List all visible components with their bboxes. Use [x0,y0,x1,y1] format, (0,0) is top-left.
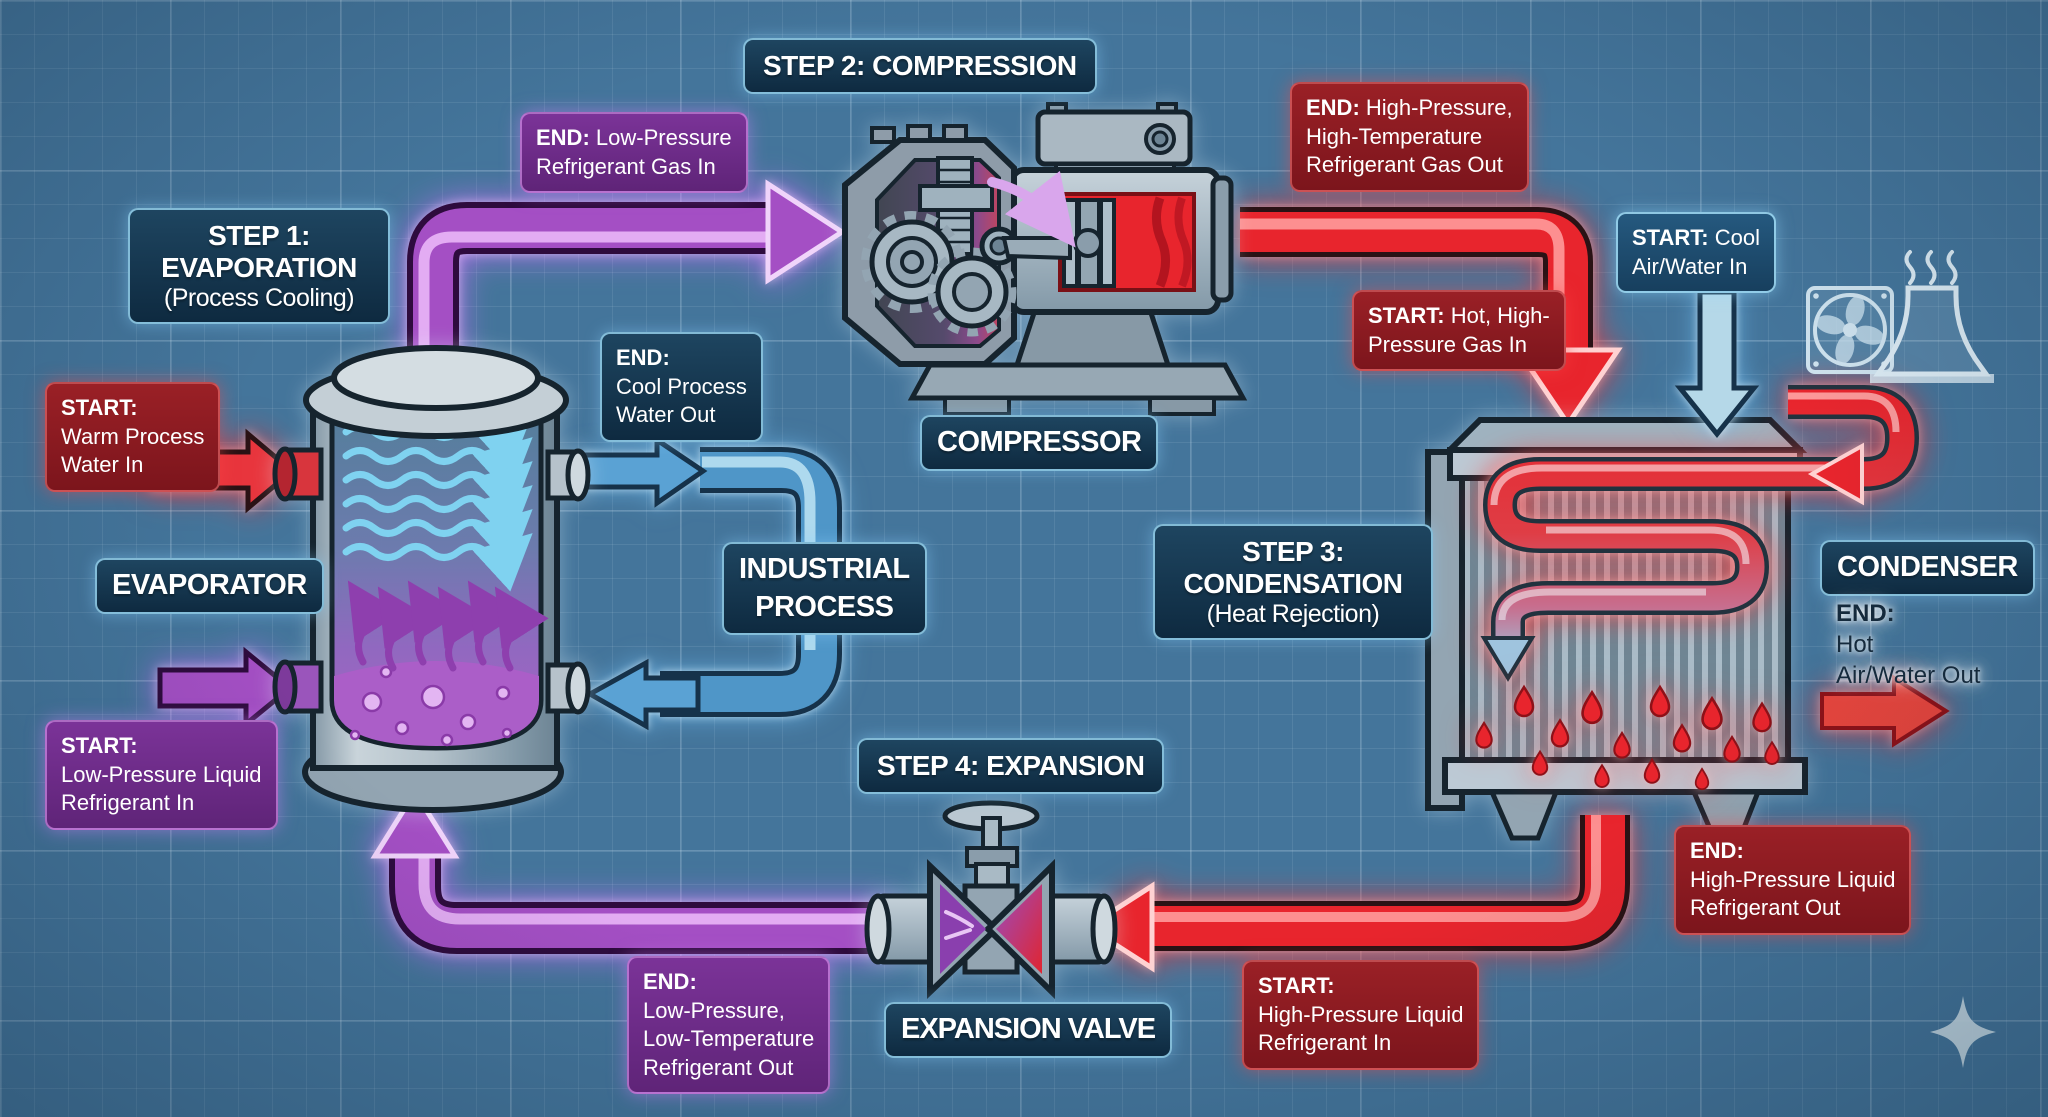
condenser-to-expansion-pipe [1083,815,1630,973]
expansion-valve-illustration [864,800,1118,1000]
step1-line3: (Process Cooling) [163,283,355,312]
step1-line2: EVAPORATION [161,251,357,283]
valve-throat-right [996,884,1042,974]
step2-title: STEP 2: COMPRESSION [743,38,1097,94]
suction-pipe [407,179,847,385]
piston [1062,198,1116,288]
label-start-cool-air-in: START: Cool Air/Water In [1616,212,1776,294]
label-end-lp-lt-out: END: Low-Pressure, Low-Temperature Refri… [627,956,831,1095]
expansion-to-evaporator-pipe [370,787,890,954]
evaporator-inlet-arrowhead [370,787,460,859]
process-supply-arrow [582,435,708,508]
evaporator-label-text: EVAPORATOR [112,569,307,601]
step4-line1: STEP 4: EXPANSION [877,750,1145,781]
label-start-hp-liquid-in: START: High-Pressure Liquid Refrigerant … [1242,960,1480,1070]
step3-line2: CONDENSATION [1183,567,1403,599]
label-start-warm-water-in: START: Warm Process Water In [45,382,221,492]
step3-line3: (Heat Rejection) [1206,599,1380,628]
step1-title: STEP 1: EVAPORATION (Process Cooling) [128,208,390,325]
evaporator-ports [272,446,591,715]
compressor-label: COMPRESSOR [920,415,1159,471]
label-end-lp-gas-in: END: Low-Pressure Refrigerant Gas In [520,112,748,194]
bubbles [349,665,513,747]
label-end-cool-water-out: END: Cool Process Water Out [600,332,763,442]
coil-exit-arrowhead [1480,636,1536,682]
lp-liquid-in-arrow [157,646,294,730]
step3-line1: STEP 3: [1242,536,1344,567]
suction-arrowhead [765,179,847,285]
compressor-label-text: COMPRESSOR [937,426,1142,458]
step3-title: STEP 3: CONDENSATION (Heat Rejection) [1153,524,1433,641]
heat-waves-icon [1904,250,1958,285]
condenser-label-text: CONDENSER [1837,551,2018,583]
step2-line1: STEP 2: COMPRESSION [763,50,1077,81]
step4-title: STEP 4: EXPANSION [857,738,1165,794]
expansion-inlet-arrowhead [1083,881,1155,973]
cool-air-in-arrow [1674,289,1760,438]
expansion-valve-label-text: EXPANSION VALVE [901,1013,1156,1045]
expansion-valve-label: EXPANSION VALVE [884,1002,1173,1058]
gas-flow-swoosh-icon [987,170,1076,248]
step1-line1: STEP 1: [208,220,310,251]
process-return-arrow [584,658,701,731]
valve-throat-left [940,884,986,974]
condenser-coil [1480,385,1920,682]
gears-icon [861,156,1072,337]
condenser-label: CONDENSER [1820,540,2035,596]
industrial-process-line1: INDUSTRIAL [739,553,910,585]
label-start-hot-gas-in: START: Hot, High- Pressure Gas In [1352,290,1566,372]
label-end-hp-gas-out: END: High-Pressure, High-Temperature Ref… [1290,82,1529,192]
industrial-process-label: INDUSTRIAL PROCESS [722,542,927,636]
evaporator-illustration [272,345,591,813]
coil-flow-arrowhead [1807,442,1864,506]
fan-icon [1806,286,1894,374]
compressor-illustration [842,102,1248,416]
hot-air-out-arrow [1820,674,1950,748]
label-end-hot-air-out: END: Hot Air/Water Out [1836,600,1981,690]
label-end-hp-liquid-out: END: High-Pressure Liquid Refrigerant Ou… [1674,825,1912,935]
industrial-process-line2: PROCESS [755,590,894,623]
sparkle-icon [1930,996,1996,1068]
evaporator-label: EVAPORATOR [95,558,324,614]
label-start-lp-liquid-in: START: Low-Pressure Liquid Refrigerant I… [45,720,278,830]
boiling-arrows-icon [347,580,549,672]
cooling-tower-icon [1870,250,1994,383]
